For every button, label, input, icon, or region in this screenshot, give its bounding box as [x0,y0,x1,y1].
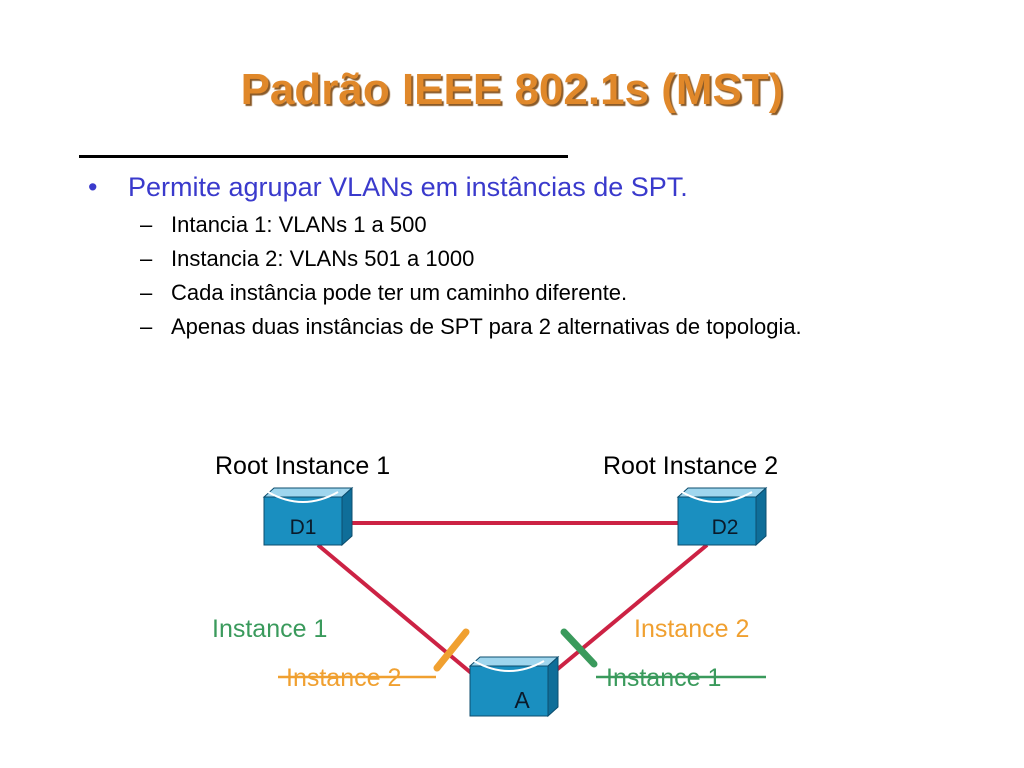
switch-d2-icon: D2 [676,486,768,547]
right-link-instance-2-label: Instance 2 [634,615,749,643]
switch-d1-icon: D1 [262,486,354,547]
sub-bullet-marker: – [140,246,153,271]
sub-bullet-item: – Cada instância pode ter um caminho dif… [88,280,851,306]
sub-bullet-text: Cada instância pode ter um caminho difer… [171,280,628,305]
left-link-instance-2-label: Instance 2 [286,664,401,692]
sub-bullet-text: Instancia 2: VLANs 501 a 1000 [171,246,475,271]
sub-bullet-marker: – [140,314,153,339]
sub-bullet-text: Intancia 1: VLANs 1 a 500 [171,212,427,237]
bullet-marker: • [88,172,98,202]
slide-title: Padrão IEEE 802.1s (MST) [240,65,784,114]
sub-bullet-item: – Apenas duas instâncias de SPT para 2 a… [88,314,851,340]
right-link-instance-1-label: Instance 1 [606,664,721,692]
root-instance-2-label: Root Instance 2 [603,452,778,480]
left-link-instance-1-label: Instance 1 [212,615,327,643]
sub-bullet-marker: – [140,212,153,237]
title-underline [79,155,568,158]
link-d1-a [316,543,484,684]
sub-bullet-text: Apenas duas instâncias de SPT para 2 alt… [171,314,802,339]
root-instance-1-label: Root Instance 1 [215,452,390,480]
bullet-item: • Permite agrupar VLANs em instâncias de… [88,170,988,204]
sub-bullet-marker: – [140,280,153,305]
bullet-text: Permite agrupar VLANs em instâncias de S… [128,172,688,202]
blocked-port-marker-instance-1 [560,628,598,668]
sub-bullet-list: – Intancia 1: VLANs 1 a 500 – Instancia … [88,212,988,340]
switch-a-icon: A [468,655,560,718]
switch-d1-label: D1 [290,516,317,539]
link-d2-a [540,543,709,684]
sub-bullet-item: – Instancia 2: VLANs 501 a 1000 [88,246,851,272]
sub-bullet-item: – Intancia 1: VLANs 1 a 500 [88,212,851,238]
switch-a-label: A [514,687,530,713]
blocked-port-marker-instance-2 [433,628,470,672]
bullet-list: • Permite agrupar VLANs em instâncias de… [88,170,988,340]
switch-d2-label: D2 [712,516,739,539]
